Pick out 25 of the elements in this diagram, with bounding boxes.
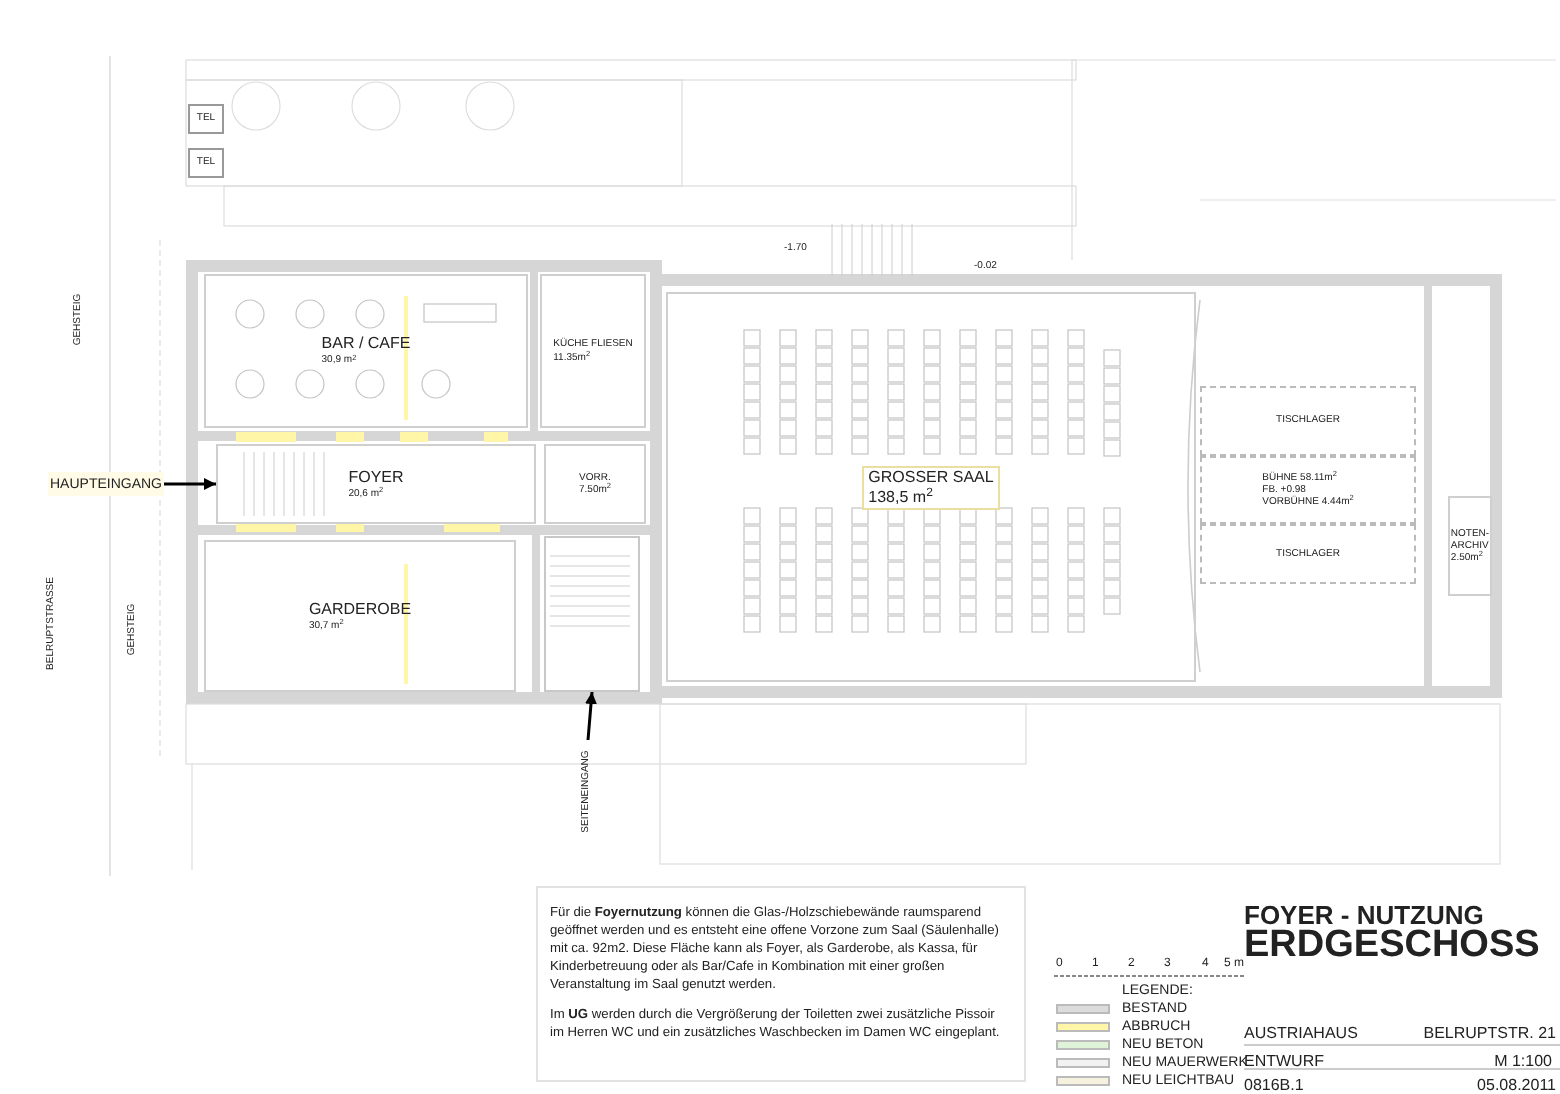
title-block-text: 0816B.1 [1244, 1074, 1304, 1094]
room-name: BAR / CAFE [321, 334, 411, 355]
drawing-title: FOYER - NUTZUNG [1244, 902, 1484, 928]
room [204, 274, 528, 428]
room [666, 292, 1196, 682]
stage-area [1200, 524, 1416, 584]
title-block-text: 05.08.2011 [1477, 1074, 1556, 1094]
room [544, 444, 646, 524]
room-name: FOYER [348, 467, 404, 487]
title-block-text: AUSTRIAHAUS [1244, 1022, 1358, 1046]
room [1448, 496, 1492, 596]
title-block-text: M 1:100 [1494, 1050, 1552, 1074]
room [204, 540, 516, 692]
room [216, 444, 536, 524]
stage-area [1200, 456, 1416, 524]
drawing-subtitle: ERDGESCHOSS [1244, 926, 1540, 964]
entrance-arrow [585, 691, 597, 741]
title-block-text: BELRUPTSTR. 21 [1423, 1022, 1556, 1046]
stair-hall [544, 536, 640, 692]
room [540, 274, 646, 428]
entrance-arrow [164, 478, 216, 490]
room-name: GROSSER SAAL [868, 467, 994, 487]
room-name: GARDEROBE [308, 599, 412, 619]
stage-area [1200, 386, 1416, 456]
room-area: 138,5 m$^{2}$ [868, 487, 994, 507]
